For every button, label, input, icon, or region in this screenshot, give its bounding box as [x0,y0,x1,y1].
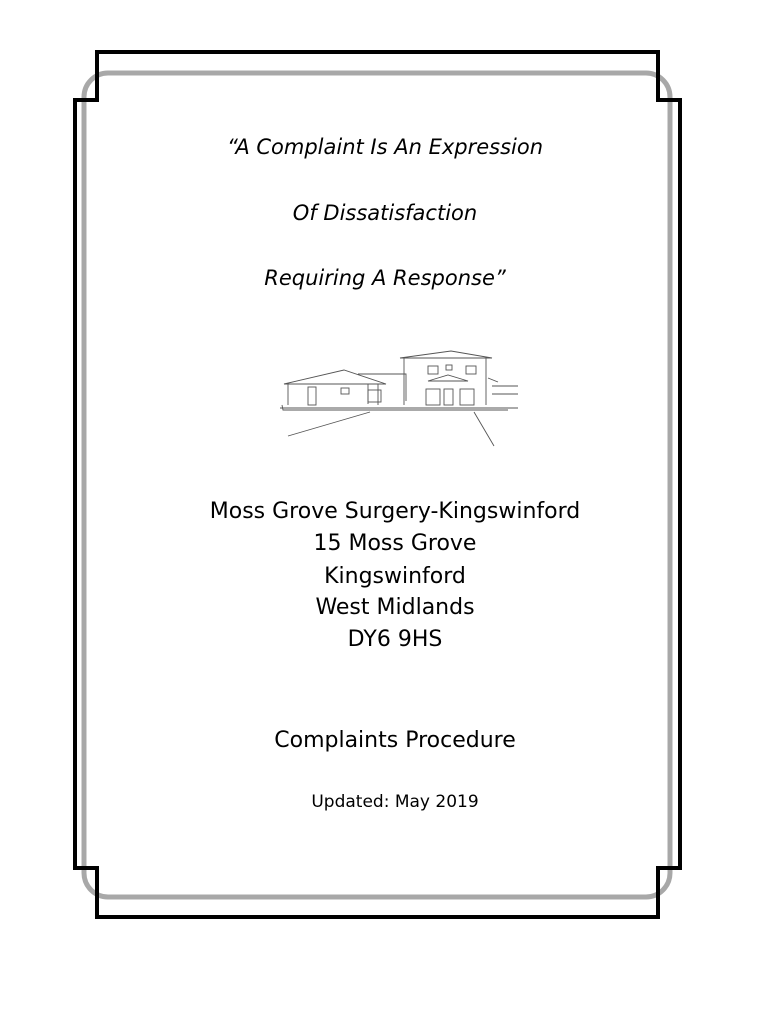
updated-date: Updated: May 2019 [311,792,479,812]
inner-rounded-border [81,70,673,900]
quote-line-2: Of Dissatisfaction [292,201,478,225]
address-street: 15 Moss Grove [313,531,477,556]
quote-line-3: Requiring A Response” [264,266,506,290]
outer-stepped-border [73,50,682,919]
address-town: Kingswinford [324,564,466,589]
surgery-building-illustration [280,350,518,447]
document-title: Complaints Procedure [274,728,516,753]
quote-line-1: “A Complaint Is An Expression [226,135,544,159]
address-county: West Midlands [315,595,475,620]
address-postcode: DY6 9HS [347,627,443,652]
practice-name: Moss Grove Surgery-Kingswinford [209,499,581,524]
